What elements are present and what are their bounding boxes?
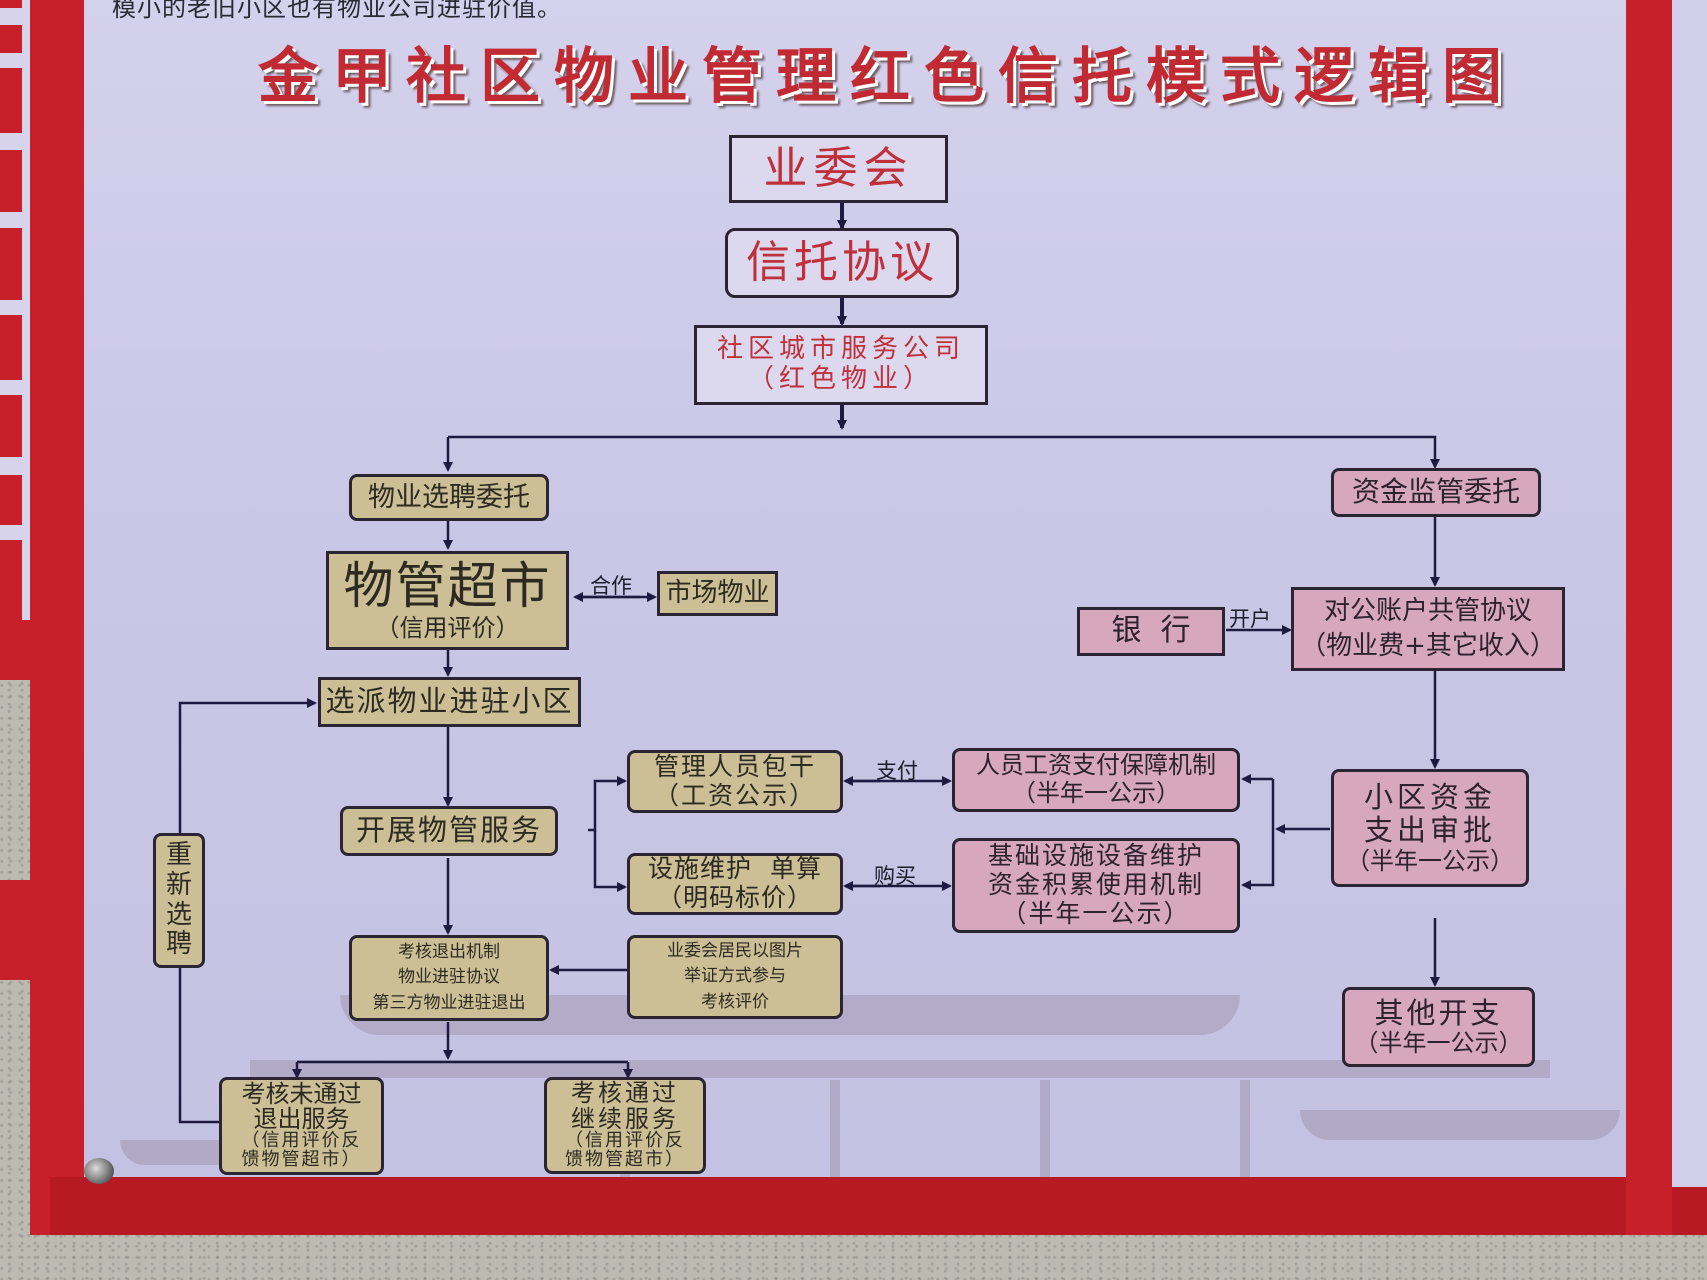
- node-label: 对公账户共管协议: [1323, 595, 1532, 626]
- decorative-block: [0, 395, 22, 457]
- node-label: 人员工资支付保障机制: [976, 751, 1216, 780]
- node-label: 考核退出机制: [398, 941, 500, 962]
- node-sublabel: （半年一公示）: [1354, 1028, 1523, 1057]
- node-infrastructure-fund: 基础设施设备维护 资金积累使用机制 （半年一公示）: [952, 838, 1240, 933]
- node-sublabel: （信用评价）: [375, 614, 520, 643]
- node-sublabel: （明码标价）: [656, 883, 813, 912]
- node-label: 重新选聘: [166, 839, 193, 960]
- node-label-3: 考核评价: [701, 991, 769, 1012]
- node-label-2: 退出服务: [253, 1105, 350, 1134]
- node-fund-expense-approval: 小区资金 支出审批 （半年一公示）: [1331, 769, 1529, 887]
- node-label: 开展物管服务: [355, 813, 542, 848]
- node-sublabel-2: 馈物管超市）: [241, 1149, 362, 1171]
- node-label: 物管超市: [343, 556, 552, 615]
- node-label-3: 第三方物业进驻退出: [372, 992, 526, 1013]
- frame-left: [30, 0, 94, 1235]
- node-label: 资金监管委托: [1351, 475, 1520, 509]
- decorative-block: [0, 270, 22, 300]
- node-label: 考核未通过: [241, 1079, 362, 1108]
- node-label-2: 物业进驻协议: [398, 967, 500, 988]
- edge-label-cooperate: 合作: [590, 574, 632, 598]
- frame-right: [1626, 0, 1672, 1235]
- node-label: 基础设施设备维护: [987, 841, 1204, 871]
- decorative-block: [0, 25, 22, 53]
- node-dispatch-property: 选派物业进驻小区: [318, 677, 581, 727]
- node-label: 小区资金: [1363, 779, 1496, 814]
- node-sublabel: （半年一公示）: [1012, 779, 1180, 807]
- node-market-property: 市场物业: [657, 571, 778, 616]
- node-sublabel: （红色物业）: [747, 364, 934, 394]
- node-label: 物业选聘委托: [368, 481, 530, 513]
- temple-roof-silhouette: [1300, 1110, 1620, 1140]
- temple-pillar-silhouette: [1040, 1080, 1050, 1177]
- decorative-block: [0, 150, 22, 212]
- decorative-block: [0, 475, 22, 525]
- node-exit-mechanism: 考核退出机制 物业进驻协议 第三方物业进驻退出: [349, 935, 549, 1021]
- node-label: 市场物业: [665, 577, 770, 608]
- intro-text: 模小的老旧小区也有物业公司进驻价值。: [112, 0, 562, 22]
- node-wage-guarantee: 人员工资支付保障机制 （半年一公示）: [952, 748, 1240, 812]
- node-sublabel: （半年一公示）: [1346, 846, 1514, 875]
- node-label-2: 举证方式参与: [684, 966, 786, 987]
- node-sublabel-2: 馈物管超市）: [565, 1148, 685, 1170]
- node-joint-account-agreement: 对公账户共管协议 （物业费+其它收入）: [1291, 587, 1565, 671]
- node-bank: 银 行: [1077, 607, 1225, 656]
- node-label: 社区城市服务公司: [716, 334, 965, 365]
- temple-pillar-silhouette: [1240, 1080, 1250, 1177]
- node-label: 设施维护 单算: [648, 854, 822, 884]
- frame-red-segment: [0, 620, 30, 680]
- decorative-block: [0, 68, 22, 133]
- node-label-2: 资金积累使用机制: [987, 870, 1204, 900]
- edge-label-pay: 支付: [876, 759, 918, 783]
- mounting-rivet: [84, 1158, 114, 1184]
- node-label: 其他开支: [1374, 995, 1503, 1030]
- node-label: 业委会: [763, 142, 914, 194]
- temple-pillar-silhouette: [830, 1080, 840, 1177]
- node-label: 银 行: [1111, 613, 1191, 649]
- node-sublabel: （物业费+其它收入）: [1300, 631, 1556, 661]
- node-property-selection-entrust: 物业选聘委托: [349, 474, 549, 521]
- node-label: 选派物业进驻小区: [325, 684, 574, 719]
- node-fail-exit: 考核未通过 退出服务 （信用评价反 馈物管超市）: [219, 1077, 384, 1175]
- edge-label-buy: 购买: [874, 864, 916, 888]
- node-property-supermarket: 物管超市 （信用评价）: [326, 551, 569, 650]
- node-community-service-company: 社区城市服务公司 （红色物业）: [694, 325, 988, 405]
- node-label: 管理人员包干: [653, 751, 816, 781]
- node-property-service: 开展物管服务: [340, 806, 558, 856]
- node-label: 信托协议: [746, 236, 938, 288]
- node-label-2: 继续服务: [571, 1104, 679, 1133]
- decorative-block: [0, 540, 22, 620]
- node-sublabel: （半年一公示）: [1001, 898, 1191, 928]
- node-sublabel: （工资公示）: [653, 780, 816, 810]
- decorative-block: [0, 0, 22, 8]
- node-yeweihui: 业委会: [729, 135, 948, 203]
- temple-beam-silhouette: [250, 1060, 1550, 1078]
- node-pass-continue: 考核通过 继续服务 （信用评价反 馈物管超市）: [544, 1077, 706, 1174]
- node-sublabel: （信用评价反: [241, 1130, 362, 1152]
- edge-label-open-account: 开户: [1229, 607, 1271, 631]
- node-sublabel: （信用评价反: [565, 1129, 685, 1151]
- decorative-block: [0, 228, 22, 278]
- node-resident-evaluation: 业委会居民以图片 举证方式参与 考核评价: [627, 935, 843, 1019]
- diagram-title: 金甲社区物业管理红色信托模式逻辑图: [258, 42, 1516, 112]
- decorative-block: [0, 315, 22, 380]
- frame-bottom: [50, 1177, 1707, 1235]
- node-label: 考核通过: [571, 1079, 679, 1108]
- node-label-2: 支出审批: [1363, 813, 1496, 848]
- node-label: 业委会居民以图片: [667, 940, 803, 961]
- adjacent-board-edge: [1672, 0, 1707, 1187]
- node-staff-package: 管理人员包干 （工资公示）: [627, 750, 843, 813]
- node-other-expenses: 其他开支 （半年一公示）: [1342, 987, 1535, 1067]
- node-reselect: 重新选聘: [153, 833, 205, 968]
- node-facility-maintenance: 设施维护 单算 （明码标价）: [627, 853, 843, 915]
- node-fund-supervision-entrust: 资金监管委托: [1331, 468, 1541, 517]
- node-trust-agreement: 信托协议: [725, 228, 959, 298]
